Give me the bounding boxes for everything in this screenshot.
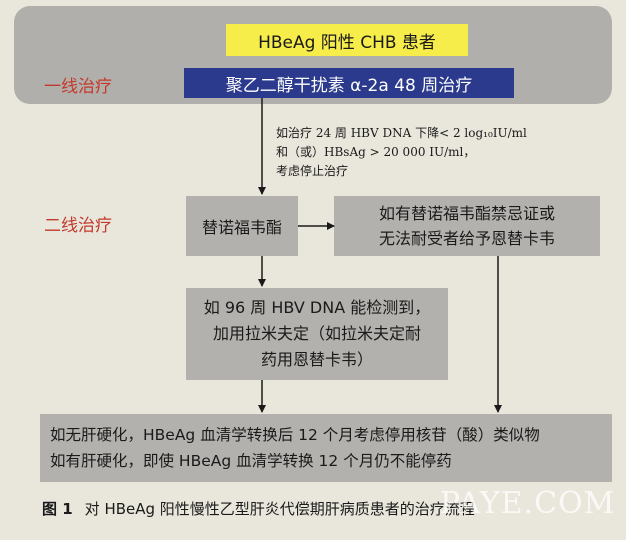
first-line-label: 一线治疗 xyxy=(44,77,112,97)
outcome-line: 如有肝硬化，即使 HBeAg 血清学转换 12 个月仍不能停药 xyxy=(50,452,452,470)
tenofovir-label: 替诺福韦酯 xyxy=(201,218,282,237)
stop-condition-line: 考虑停止治疗 xyxy=(276,164,349,178)
stop-condition-line: 如治疗 24 周 HBV DNA 下降< 2 log₁₀IU/ml xyxy=(276,126,527,140)
outcome-box: 如无肝硬化，HBeAg 血清学转换后 12 个月考虑停用核苷（酸）类似物 如有肝… xyxy=(40,414,612,482)
week96-line: 如 96 周 HBV DNA 能检测到， xyxy=(203,298,431,317)
stop-condition-note: 如治疗 24 周 HBV DNA 下降< 2 log₁₀IU/ml 和（或）HB… xyxy=(276,124,576,181)
peg-ifn-regimen-box: 聚乙二醇干扰素 α-2a 48 周治疗 xyxy=(184,68,514,98)
patient-label: HBeAg 阳性 CHB 患者 xyxy=(258,32,436,53)
patient-box: HBeAg 阳性 CHB 患者 xyxy=(226,24,468,56)
contraindication-line: 如有替诺福韦酯禁忌证或 xyxy=(378,204,555,223)
contraindication-box: 如有替诺福韦酯禁忌证或 无法耐受者给予恩替卡韦 xyxy=(334,196,600,256)
outcome-line: 如无肝硬化，HBeAg 血清学转换后 12 个月考虑停用核苷（酸）类似物 xyxy=(50,426,540,444)
caption-text: 对 HBeAg 阳性慢性乙型肝炎代偿期肝病质患者的治疗流程 xyxy=(84,500,475,518)
week96-box: 如 96 周 HBV DNA 能检测到， 加用拉米夫定（如拉米夫定耐 药用恩替卡… xyxy=(186,288,448,380)
week96-line: 加用拉米夫定（如拉米夫定耐 xyxy=(212,324,421,343)
regimen-label: 聚乙二醇干扰素 α-2a 48 周治疗 xyxy=(225,75,473,96)
second-line-label: 二线治疗 xyxy=(44,216,112,236)
week96-line: 药用恩替卡韦） xyxy=(260,350,373,369)
watermark-text: PAYE.COM xyxy=(440,486,616,521)
stop-condition-line: 和（或）HBsAg > 20 000 IU/ml， xyxy=(276,145,476,159)
caption-number: 图 1 xyxy=(42,500,73,518)
figure-caption: 图 1 对 HBeAg 阳性慢性乙型肝炎代偿期肝病质患者的治疗流程 xyxy=(42,498,475,519)
contraindication-line: 无法耐受者给予恩替卡韦 xyxy=(378,229,555,248)
tenofovir-box: 替诺福韦酯 xyxy=(186,196,298,256)
